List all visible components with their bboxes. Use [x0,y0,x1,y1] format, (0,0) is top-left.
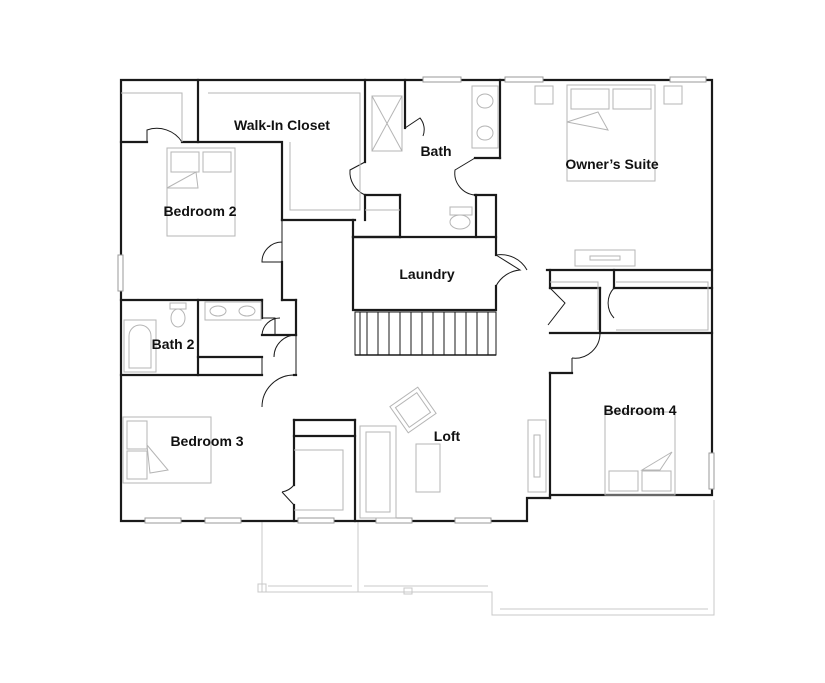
label-walk-in-closet: Walk-In Closet [234,117,330,133]
label-owners-suite: Owner’s Suite [565,156,659,172]
label-bath-2: Bath 2 [152,336,195,352]
label-bedroom-4: Bedroom 4 [603,402,676,418]
fixtures [123,85,636,373]
beds [122,84,683,496]
label-laundry: Laundry [399,266,454,282]
room-labels: Walk-In Closet Bath Owner’s Suite Bedroo… [152,117,677,449]
label-bedroom-2: Bedroom 2 [163,203,236,219]
windows [117,76,715,524]
closet-outlines [121,92,709,511]
label-bath: Bath [420,143,451,159]
label-bedroom-3: Bedroom 3 [170,433,243,449]
interior-walls [119,78,714,523]
staircase [354,311,497,356]
door-swings [146,117,615,506]
lower-floor-outline [257,500,715,616]
loft-furniture [359,386,547,519]
label-loft: Loft [434,428,461,444]
